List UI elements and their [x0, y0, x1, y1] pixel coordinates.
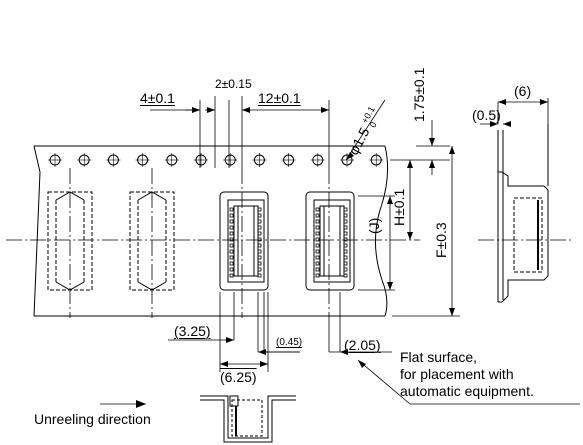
connector-pin	[229, 267, 234, 272]
flat-surface-note: Flat surface, for placement with automat…	[400, 349, 534, 400]
empty-pocket-2	[129, 191, 175, 291]
connector-pin	[343, 243, 348, 248]
connector-pin	[257, 237, 262, 242]
connector-pin	[315, 255, 320, 260]
connector-pin	[315, 267, 320, 272]
connector-pin	[229, 255, 234, 260]
connector-pin	[257, 243, 262, 248]
connector-pin	[229, 273, 234, 278]
connector-pin	[257, 225, 262, 230]
note-line-3: automatic equipment.	[400, 383, 534, 399]
connector-pin	[257, 267, 262, 272]
connector-pin	[315, 243, 320, 248]
connector-pin	[315, 273, 320, 278]
connector-pin	[315, 237, 320, 242]
unreeling-direction-label: Unreeling direction	[34, 411, 151, 427]
connector-pin	[257, 231, 262, 236]
connector-pin	[257, 273, 262, 278]
connector-pin	[257, 207, 262, 212]
connector-pin	[257, 261, 262, 266]
connector-pin	[343, 273, 348, 278]
connector-pin	[229, 249, 234, 254]
connector-pin	[343, 225, 348, 230]
connector-pin	[315, 213, 320, 218]
connector-pin	[257, 219, 262, 224]
connector-pin	[229, 225, 234, 230]
connector-pin	[229, 237, 234, 242]
connector-pin	[343, 261, 348, 266]
empty-pocket-1	[47, 191, 93, 291]
pocket-cross-section	[200, 395, 296, 443]
dim-right-offset: (2.05)	[344, 337, 381, 353]
sprocket-holes	[48, 153, 384, 167]
dim-gap: (0.45)	[276, 337, 303, 348]
connector-pin	[229, 207, 234, 212]
connector-pin	[343, 249, 348, 254]
dim-part-pitch: 12±0.1	[258, 90, 301, 106]
pocket-with-part-2	[305, 191, 355, 291]
connector-pin	[343, 207, 348, 212]
pocket-with-part-1	[219, 191, 269, 291]
arrowheads	[136, 99, 548, 408]
dim-sprocket-pitch: 4±0.1	[140, 90, 175, 106]
connector-pin	[229, 213, 234, 218]
connector-pin	[343, 231, 348, 236]
connector-pin	[343, 213, 348, 218]
connector-pin	[229, 243, 234, 248]
connector-pin	[343, 255, 348, 260]
connector-pin	[343, 237, 348, 242]
dim-hole-offset: 2±0.15	[215, 77, 252, 91]
dim-left-offset: (3.25)	[174, 323, 211, 339]
note-line-1: Flat surface,	[400, 349, 478, 365]
carrier-tape	[33, 145, 389, 317]
connector-pin	[229, 231, 234, 236]
connector-pin	[315, 219, 320, 224]
dim-pocket-length: (J)	[366, 217, 382, 234]
connector-pin	[315, 207, 320, 212]
connector-pin	[257, 213, 262, 218]
connector-pin	[257, 249, 262, 254]
dim-hole-to-center: H±0.1	[391, 188, 407, 226]
connector-pin	[343, 267, 348, 272]
connector-pin	[257, 255, 262, 260]
center-lines	[6, 168, 572, 318]
note-line-2: for placement with	[400, 366, 514, 382]
connector-pin	[315, 261, 320, 266]
connector-pin	[315, 231, 320, 236]
dim-pocket-width: (6.25)	[220, 369, 257, 385]
connector-pin	[315, 249, 320, 254]
dim-edge-to-hole: 1.75±0.1	[411, 67, 427, 122]
connector-pin	[315, 225, 320, 230]
connector-pin	[343, 219, 348, 224]
dim-tape-width: F±0.3	[433, 222, 449, 258]
connector-pin	[229, 261, 234, 266]
connector-pin	[229, 219, 234, 224]
side-view	[497, 118, 549, 303]
dim-pocket-depth: (6)	[514, 83, 532, 99]
dim-tape-thickness: (0.5)	[472, 107, 501, 123]
dimension-lines	[100, 96, 580, 405]
